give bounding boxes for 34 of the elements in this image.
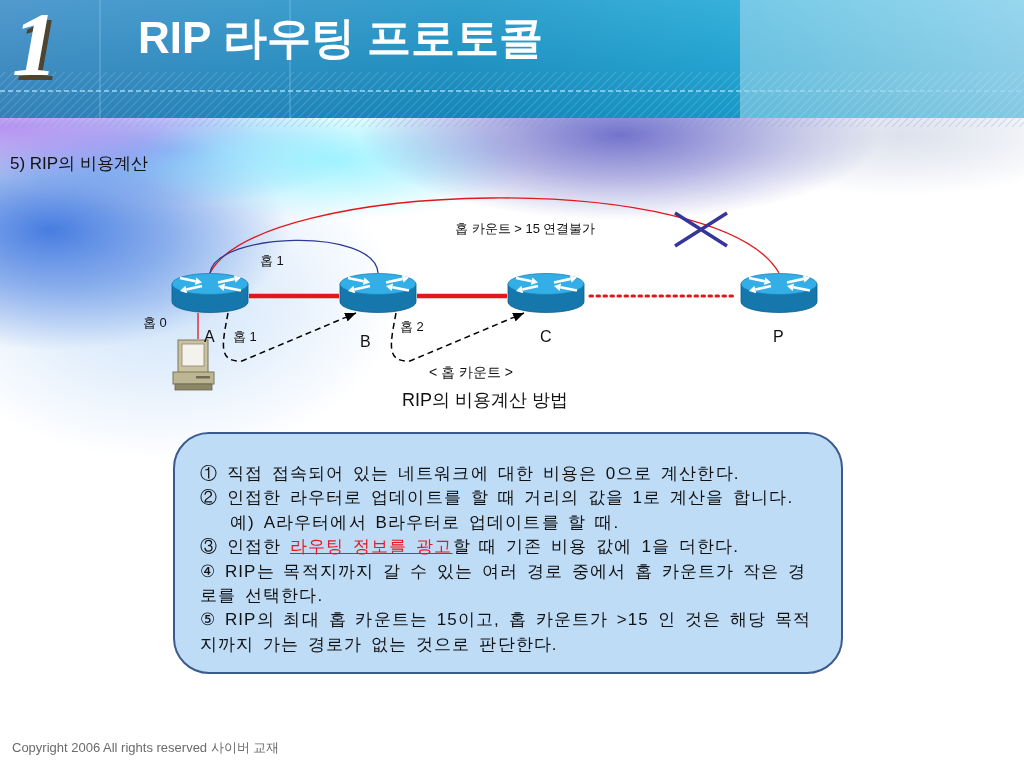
router-label: B xyxy=(360,332,371,352)
list-item: ③ 인접한 라우팅 정보를 광고할 때 기존 비용 값에 1을 더한다. xyxy=(200,536,741,559)
router-icon xyxy=(740,273,818,313)
note-box xyxy=(173,432,843,674)
edge-label: 홉 카운트 > 15 연결불가 xyxy=(455,221,596,237)
dashed-arrow xyxy=(390,312,525,362)
list-item: ② 인접한 라우터로 업데이트를 할 때 거리의 값을 1로 계산을 합니다. xyxy=(200,487,795,510)
router-icon xyxy=(171,273,249,313)
link-line xyxy=(249,293,339,299)
router-icon xyxy=(507,273,585,313)
dashed-arrow xyxy=(222,312,357,362)
hop-count-caption: < 홉 카운트 > xyxy=(429,364,514,381)
edge-label: 홉 0 xyxy=(143,315,167,331)
link-line xyxy=(197,312,199,340)
list-item: ① 직접 접속되어 있는 네트워크에 대한 비용은 0으로 계산한다. xyxy=(200,463,741,485)
copyright-footer: Copyright 2006 All rights reserved 사이버 교재 xyxy=(12,740,280,756)
edge-label: 홉 1 xyxy=(260,253,284,269)
slide-title: RIP 라우팅 프로토콜 xyxy=(138,12,543,64)
router-label: C xyxy=(540,327,552,347)
arc-line xyxy=(209,239,379,274)
router-icon xyxy=(339,273,417,313)
edge-label: 홉 2 xyxy=(400,319,424,335)
router-label: P xyxy=(773,327,784,347)
section-heading: 5) RIP의 비용계산 xyxy=(10,154,148,175)
dotted-link-line xyxy=(588,294,737,298)
list-item: ④ RIP는 목적지까지 갈 수 있는 여러 경로 중에서 홉 카운트가 작은 경로를 선택한다. xyxy=(200,560,808,608)
router-label: A xyxy=(204,327,215,347)
list-item: ⑤ RIP의 최대 홉 카운트는 15이고, 홉 카운트가 >15 인 것은 해당 목적지까지 가는 경로가 없는 것으로 판단한다. xyxy=(200,609,812,656)
arc-line xyxy=(209,197,780,274)
chapter-number: 1 xyxy=(12,0,58,90)
link-line xyxy=(417,293,507,299)
example-line: 예) A라우터에서 B라우터로 업데이트를 할 때. xyxy=(229,511,621,534)
figure-caption: RIP의 비용계산 방법 xyxy=(402,390,568,412)
edge-label: 홉 1 xyxy=(233,329,257,345)
